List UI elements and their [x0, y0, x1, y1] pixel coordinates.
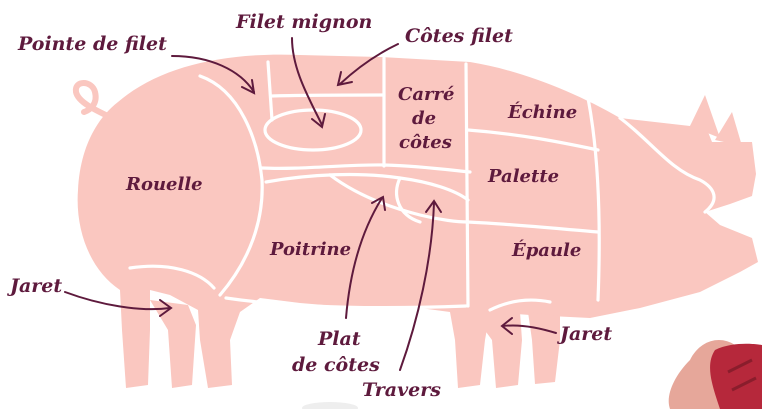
label-filet-mignon: Filet mignon [235, 11, 372, 33]
label-travers: Travers [362, 379, 441, 401]
label-cotes-filet: Côtes filet [405, 25, 513, 47]
label-jaret-left: Jaret [7, 275, 62, 297]
label-plat-de-cotes-2: de côtes [292, 354, 380, 376]
label-carre-3: côtes [399, 132, 452, 153]
cut-carre-right [466, 64, 468, 306]
label-pointe-de-filet: Pointe de filet [17, 33, 167, 55]
label-poitrine: Poitrine [269, 239, 351, 260]
decorative-hand-graphic [669, 340, 762, 409]
cut-cotes-filet-top [272, 95, 384, 96]
label-echine: Échine [507, 100, 577, 123]
label-palette: Palette [487, 166, 559, 187]
label-carre-1: Carré [398, 84, 454, 105]
label-epaule: Épaule [511, 238, 581, 261]
ground-shadow [302, 402, 358, 409]
label-rouelle: Rouelle [125, 174, 203, 195]
label-carre-2: de [412, 108, 436, 129]
label-plat-de-cotes-1: Plat [317, 328, 361, 350]
label-jaret-right: Jaret [557, 323, 612, 345]
